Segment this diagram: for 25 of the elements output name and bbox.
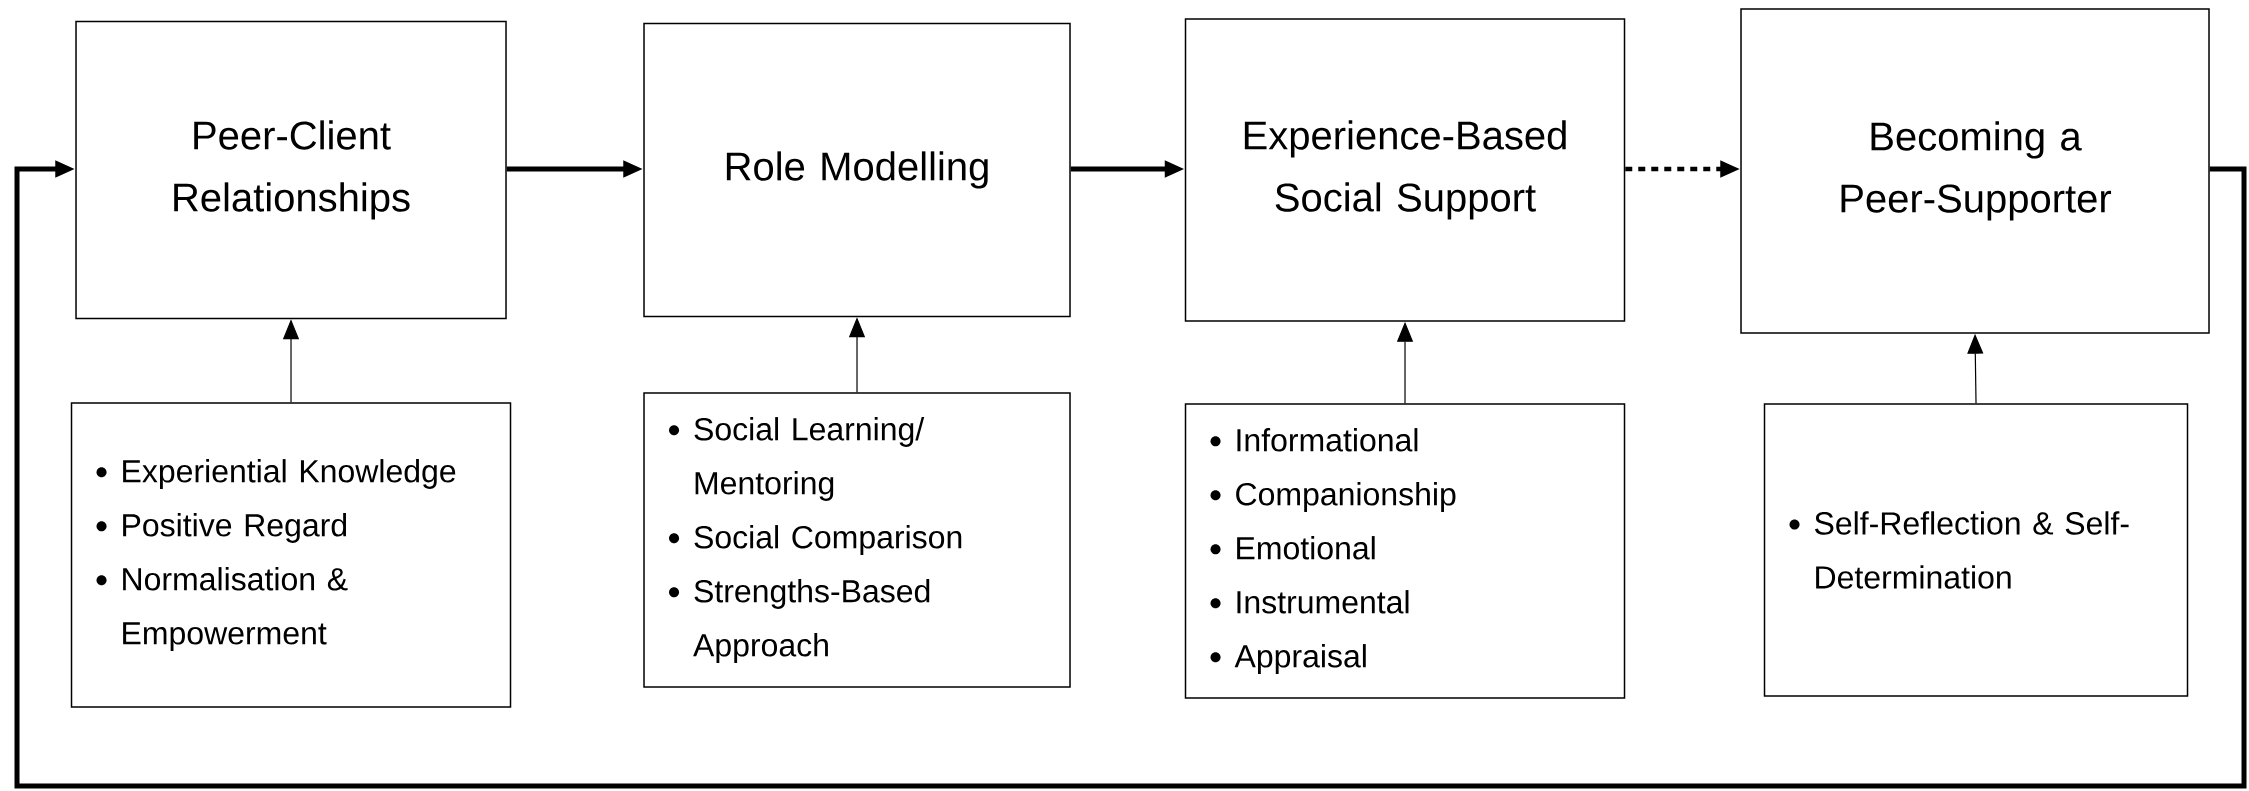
bullet-list-box: [1184, 403, 1626, 699]
concept-box: [75, 20, 507, 320]
bullet-item: Strengths-Based Approach: [669, 579, 930, 663]
bullet-item: Informational: [1210, 428, 1418, 452]
concept-box: [1740, 8, 2210, 334]
bullet-item: Emotional: [1210, 536, 1375, 560]
bullet-item: Positive Regard: [96, 513, 347, 543]
bullet-item: Social Comparison: [669, 525, 962, 555]
concept-box: [643, 22, 1071, 318]
bullet-item: Appraisal: [1210, 644, 1366, 674]
box-title: Role Modelling: [726, 151, 988, 189]
concept-box: [1184, 18, 1626, 322]
bullet-item: Normalisation & Empowerment: [96, 567, 348, 651]
bullet-item: Experiential Knowledge: [96, 459, 456, 489]
box-title: Peer-Client Relationships: [174, 120, 410, 220]
bullet-list-box: [1763, 403, 2189, 697]
bullet-item: Self-Reflection & Self-Determination: [1789, 511, 2129, 589]
bullet-item: Instrumental: [1210, 590, 1409, 614]
box-title: Becoming a Peer-Supporter: [1841, 121, 2112, 221]
bullet-list-box: [643, 392, 1071, 688]
arrow: [14, 160, 2247, 789]
bullet-list-box: [70, 402, 512, 708]
bullet-item: Social Learning/ Mentoring: [669, 417, 925, 501]
box-title: Experience-Based Social Support: [1244, 120, 1566, 220]
bullet-item: Companionship: [1210, 482, 1456, 512]
